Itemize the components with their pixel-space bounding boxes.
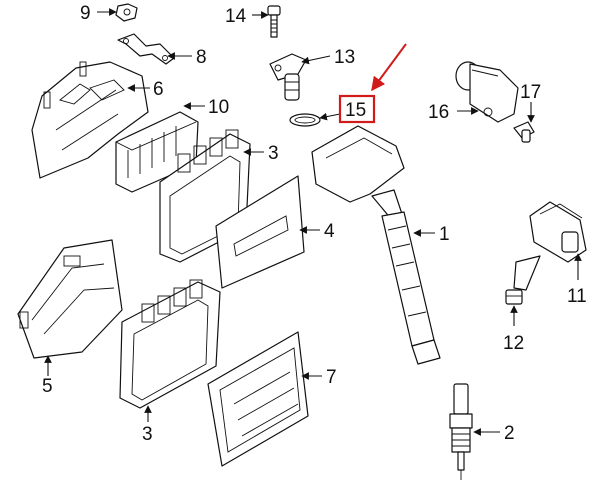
highlight-arrow [371,43,407,92]
part-13-sensor [269,53,307,101]
part-8-bracket [117,33,175,65]
callout-12: 12 [503,333,524,354]
part-9-clip [115,3,138,22]
callout-3-upper: 3 [268,143,279,164]
callout-8: 8 [196,47,207,68]
part-4-plate [215,175,305,289]
leader-lines [44,8,582,436]
callout-15: 15 [345,100,366,121]
callout-4: 4 [324,221,335,242]
highlight-box [338,94,376,124]
part-1-ignition-coil [311,125,441,365]
part-7-cover [207,331,309,467]
part-15-oring [289,113,321,127]
part-12-boot [505,255,541,305]
callout-2: 2 [504,423,515,444]
callout-5: 5 [42,376,53,397]
part-11-connector [529,201,587,263]
callout-labels: 9 14 8 13 6 10 15 16 17 3 4 1 11 12 7 5 … [42,3,587,445]
part-3-ecm-lower [119,279,221,409]
callout-17: 17 [520,82,541,103]
callout-10: 10 [208,97,229,118]
callout-3-lower: 3 [142,424,153,445]
part-14-bolt [267,5,281,38]
callout-13: 13 [334,47,355,68]
part-6-holder [31,61,149,179]
callout-1: 1 [439,224,450,245]
callout-16: 16 [428,102,449,123]
callout-9: 9 [80,3,91,24]
part-17-bolt [513,121,535,143]
callout-7: 7 [326,367,337,388]
callout-6: 6 [153,79,164,100]
callout-14: 14 [225,6,247,27]
callout-11: 11 [567,286,587,307]
part-16-sensor [455,61,519,123]
part-5-bracket [17,239,123,359]
part-2-spark-plug [449,383,473,480]
